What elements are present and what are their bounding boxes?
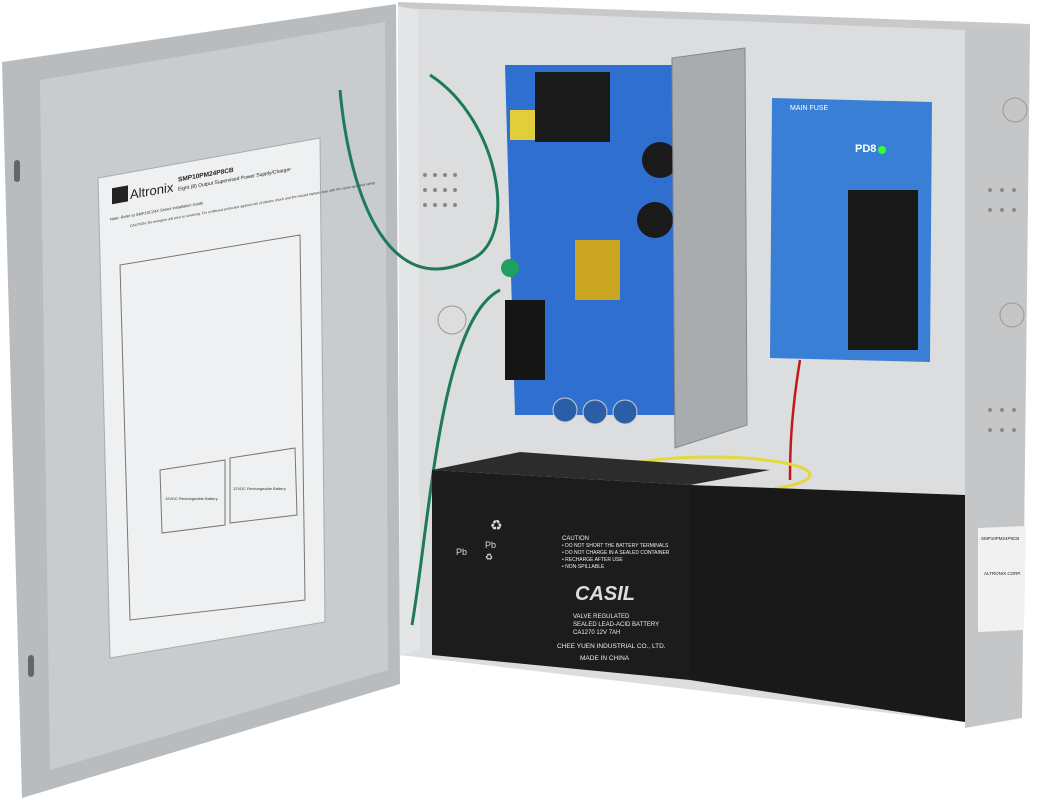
door-hinge-slot — [28, 655, 34, 677]
battery-caution-line: • RECHARGE AFTER USE — [562, 557, 623, 563]
side-label-model: SMP10PM24P8CB — [981, 536, 1019, 541]
battery-line: SEALED LEAD-ACID BATTERY — [573, 622, 659, 628]
battery-left-top — [432, 452, 770, 485]
capacitor — [612, 399, 638, 425]
manual-battery-right: 12VDC Rechargeable Battery — [233, 486, 286, 491]
output-terminals — [848, 190, 918, 350]
ground-wire — [338, 73, 500, 271]
battery-maker: CHEE YUEN INDUSTRIAL CO., LTD. — [557, 643, 666, 650]
door-hinge-slot — [14, 160, 20, 182]
recycle-icon: ♻ — [490, 517, 503, 533]
transformer-block — [535, 72, 610, 142]
battery-line: CA1270 12V 7AH — [573, 630, 620, 636]
red-wire — [788, 359, 802, 481]
capacitor — [552, 397, 578, 423]
knockout-hole — [999, 302, 1025, 328]
status-led — [878, 146, 886, 154]
battery-pb-label-2: Pb — [456, 547, 467, 557]
terminal-block — [505, 300, 545, 380]
battery-line: VALVE REGULATED — [573, 614, 630, 620]
battery-origin: MADE IN CHINA — [580, 655, 630, 662]
battery-label: CAUTION • DO NOT SHORT THE BATTERY TERMI… — [557, 536, 670, 662]
altronix-logo-icon — [112, 185, 128, 205]
capacitor — [637, 202, 673, 238]
manual-diagram — [119, 234, 306, 621]
capacitor — [642, 142, 678, 178]
transformer — [575, 240, 620, 300]
installation-manual — [97, 137, 326, 659]
enclosure-left-wall — [398, 6, 420, 656]
enclosure-top — [398, 2, 1030, 34]
main-fuse-label: MAIN FUSE — [790, 105, 828, 112]
vent-holes — [423, 173, 1016, 432]
metal-shield — [671, 47, 748, 449]
battery-caution-title: CAUTION — [562, 536, 589, 542]
pd8-title: PD8 — [855, 143, 876, 155]
side-product-label — [978, 526, 1026, 632]
battery-right — [690, 485, 965, 722]
manual-battery-left: 12VDC Rechargeable Battery — [165, 496, 218, 501]
battery-caution-line: • DO NOT CHARGE IN A SEALED CONTAINER — [562, 550, 670, 556]
ground-marker — [501, 259, 519, 277]
battery-pb-label: Pb — [485, 540, 496, 550]
capacitor — [582, 399, 608, 425]
knockout-hole — [1002, 97, 1028, 123]
side-label-brand: ALTRONIX CORP. — [984, 571, 1021, 576]
knockout-hole — [437, 305, 467, 335]
battery-brand: CASIL — [575, 583, 635, 605]
battery-caution-line: • NON-SPILLABLE — [562, 564, 605, 570]
battery-caution-line: • DO NOT SHORT THE BATTERY TERMINALS — [562, 543, 669, 549]
fuse-holder — [510, 110, 535, 140]
battery-left — [432, 470, 690, 680]
ground-wire — [410, 288, 501, 626]
recycle-icon: ♻ — [485, 552, 493, 562]
